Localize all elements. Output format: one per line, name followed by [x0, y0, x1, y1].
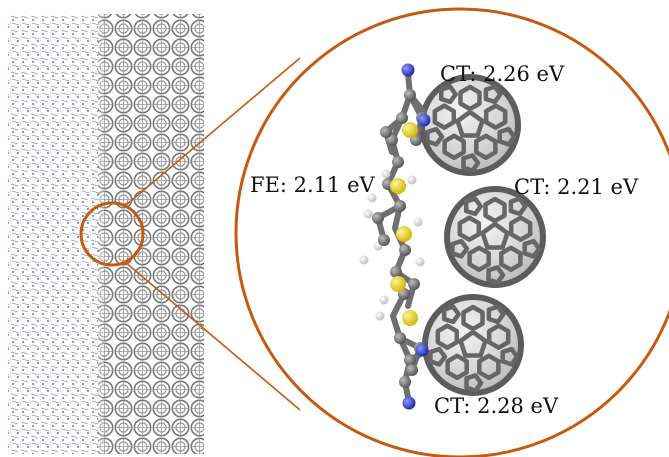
- zoom-line-bottom: [124, 261, 301, 411]
- bulk-morphology: [8, 14, 204, 454]
- label-ct-bottom: CT: 2.28 eV: [434, 394, 559, 418]
- interface-band: [98, 14, 112, 454]
- nitrogen-atoms: [401, 63, 431, 410]
- donor-molecule: [359, 63, 431, 410]
- label-fe: FE: 2.11 eV: [250, 173, 376, 197]
- zoom-line-top: [124, 57, 301, 207]
- fullerene-top: [419, 74, 521, 176]
- sulfur-atoms: [390, 122, 418, 326]
- zoom-source-circle: [79, 201, 145, 267]
- hydrogen-atoms: [359, 169, 425, 321]
- label-ct-middle: CT: 2.21 eV: [514, 175, 639, 199]
- donor-layer: [8, 14, 108, 454]
- fullerene-bottom: [422, 294, 524, 396]
- label-ct-top: CT: 2.26 eV: [440, 62, 565, 86]
- acceptor-layer: [104, 14, 204, 454]
- fullerene-middle: [444, 186, 546, 288]
